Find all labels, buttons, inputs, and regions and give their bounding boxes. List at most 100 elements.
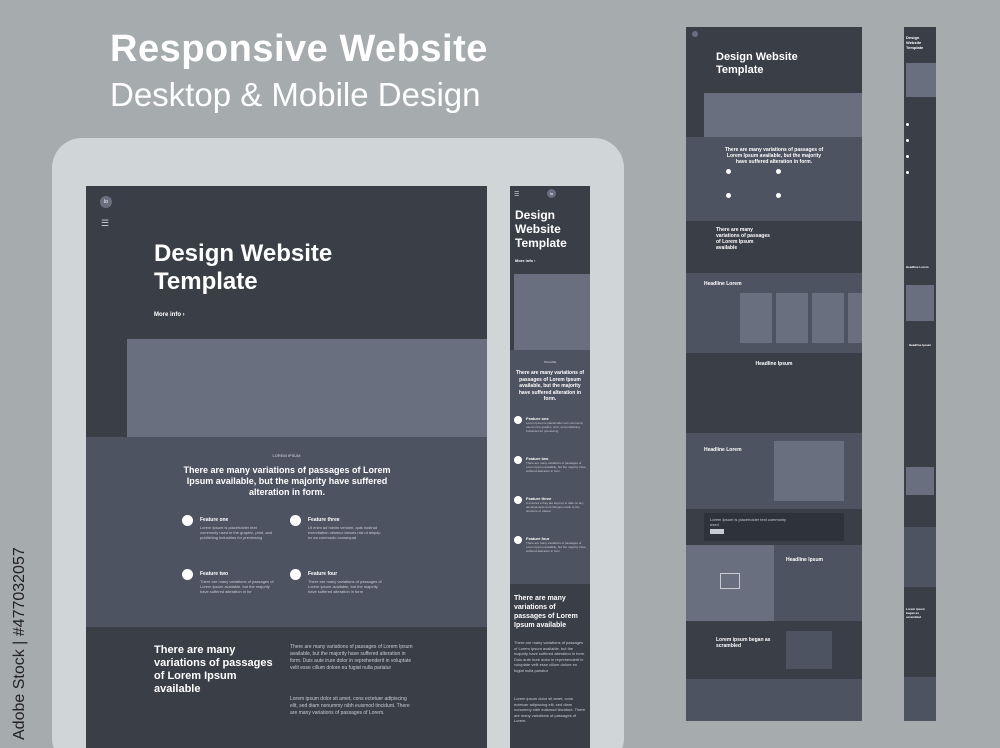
df-card[interactable] — [740, 293, 772, 343]
mobile-hero-title-line1: Design Website — [515, 208, 561, 236]
df-cta-button[interactable] — [710, 529, 724, 534]
mf-headline-ipsum: Headline Ipsum — [908, 343, 932, 347]
df-feature-dot — [726, 169, 731, 174]
mf-feature-dot — [906, 155, 909, 158]
feature-one-text: Lorem Ipsum is placeholder text commonly… — [200, 525, 273, 541]
df-contact-form[interactable] — [786, 631, 832, 669]
feature-two-title: Feature two — [200, 571, 229, 577]
df-card[interactable] — [812, 293, 844, 343]
mobile-screen: ☰ lo Design Website Template More info ›… — [510, 186, 590, 748]
desktop-screen: lo ☰ Design Website Template More info ›… — [86, 186, 487, 748]
mobile-variations-p2: Lorem ipsum dolor sit amet, cons ectetue… — [514, 696, 586, 723]
variations-heading: There are many variations of passages of… — [154, 644, 273, 695]
df-feature-dot — [726, 193, 731, 198]
mobile-feature-two-title: Feature two — [526, 456, 549, 461]
mobile-hero-placeholder — [514, 274, 590, 350]
mobile-logo-icon[interactable]: lo — [547, 189, 556, 198]
hero-title-line2: Template — [154, 268, 258, 295]
variations-p2: Lorem ipsum dolor sit amet, cons ectetue… — [290, 696, 410, 716]
df-intro-headline: There are many variations of passages of… — [724, 147, 824, 165]
intro-headline: There are many variations of passages of… — [183, 465, 391, 497]
mf-gallery — [906, 467, 934, 495]
df-headline-lorem: Headline Lorem — [704, 281, 742, 287]
desktop-full-page: Design Website Template There are many v… — [686, 27, 862, 721]
stock-id: Adobe Stock | #477032057 — [11, 547, 28, 740]
intro-section: LOREM IPSUM There are many variations of… — [86, 437, 487, 627]
feature-two-text: There are many variations of passages of… — [200, 579, 274, 595]
df-hero-image — [704, 93, 862, 137]
mobile-feature-one-title: Feature one — [526, 416, 549, 421]
mobile-feature-three-icon — [514, 496, 522, 504]
mobile-variations-heading: There are many variations of passages of… — [514, 595, 578, 629]
mobile-intro-eyebrow: TAGLINE — [543, 360, 557, 364]
mobile-more-info[interactable]: More info › — [515, 258, 536, 263]
df-hero-title: Design Website Template — [716, 51, 836, 77]
mf-scrambled: Lorem ipsum began as scrambled — [906, 607, 925, 619]
mobile-menu-icon[interactable]: ☰ — [514, 192, 520, 198]
mobile-feature-three-title: Feature three — [526, 496, 552, 501]
mobile-feature-one-icon — [514, 416, 522, 424]
df-card[interactable] — [776, 293, 808, 343]
df-footer — [686, 679, 862, 721]
df-logo-icon — [692, 31, 698, 37]
df-gallery-image — [774, 441, 844, 501]
mf-footer — [904, 677, 936, 721]
mf-feature-dot — [906, 139, 909, 142]
feature-four-title: Feature four — [308, 571, 338, 577]
df-hero-title-line2: Template — [716, 64, 764, 76]
menu-icon[interactable]: ☰ — [101, 218, 110, 228]
image-icon — [720, 573, 740, 589]
df-cta-bar: Lorem Ipsum is placeholder text commonly… — [704, 513, 844, 541]
mobile-feature-four-title: Feature four — [526, 536, 550, 541]
df-headline-lorem-2: Headline Lorem — [704, 447, 742, 453]
feature-one-icon — [182, 515, 193, 526]
mobile-feature-one-text: Lorem Ipsum is placeholder text commonly… — [526, 421, 584, 433]
df-image-placeholder — [686, 545, 774, 621]
feature-three-title: Feature three — [308, 517, 340, 523]
df-hero-title-line1: Design Website — [716, 51, 798, 63]
banner-title: Responsive Website — [110, 28, 488, 70]
feature-three-text: Ut enim ad minim veniam, quis nostrud ex… — [308, 525, 381, 541]
df-feature-dot — [776, 169, 781, 174]
banner-subtitle: Desktop & Mobile Design — [110, 76, 481, 113]
df-scrambled: Lorem ipsum began as scrambled — [716, 637, 771, 649]
mf-hero-image — [906, 63, 936, 97]
logo-icon[interactable]: lo — [100, 196, 112, 208]
df-variations-heading: There are many variations of passages of… — [716, 227, 770, 251]
mobile-intro-section: TAGLINE There are many variations of pas… — [510, 350, 590, 584]
feature-one-title: Feature one — [200, 517, 229, 523]
hero-title-line1: Design Website — [154, 240, 333, 267]
mobile-feature-four-icon — [514, 536, 522, 544]
more-info-link[interactable]: More info › — [154, 312, 185, 318]
hero-image-placeholder — [127, 339, 487, 437]
mobile-hero-title-line2: Template — [515, 236, 567, 250]
feature-four-text: There are many variations of passages of… — [308, 579, 382, 595]
intro-eyebrow: LOREM IPSUM — [272, 453, 301, 458]
df-placeholder: Lorem Ipsum is placeholder text commonly… — [710, 517, 787, 528]
df-intro: There are many variations of passages of… — [686, 137, 862, 221]
df-gallery-section: Headline Lorem — [686, 433, 862, 509]
mf-feature-dot — [906, 123, 909, 126]
df-card[interactable] — [848, 293, 862, 343]
variations-p1: There are many variations of passages of… — [290, 644, 413, 671]
mobile-feature-two-icon — [514, 456, 522, 464]
mf-hero-title: Design Website Template — [906, 35, 924, 50]
mf-feature-dot — [906, 171, 909, 174]
mobile-intro-headline: There are many variations of passages of… — [515, 370, 585, 402]
mf-media — [904, 527, 936, 587]
df-media-section: Headline Ipsum — [686, 545, 862, 621]
df-feature-dot — [776, 193, 781, 198]
mobile-feature-three-text: It ensures s they are kept up to date on… — [526, 501, 584, 513]
df-headline-ipsum-2: Headline Ipsum — [786, 557, 823, 563]
mf-card — [906, 285, 934, 321]
mobile-full-page: Design Website Template Headline Lorem H… — [904, 27, 936, 721]
mf-headline-lorem: Headline Lorem — [906, 265, 929, 269]
mobile-feature-two-text: There are many variations of passages of… — [526, 461, 586, 473]
hero-title: Design Website Template — [154, 240, 332, 296]
feature-three-icon — [290, 515, 301, 526]
mobile-hero-title: Design Website Template — [515, 208, 585, 250]
df-headline-ipsum: Headline Ipsum — [755, 361, 793, 367]
mobile-variations-p1: There are many variations of passages of… — [514, 640, 586, 673]
feature-four-icon — [290, 569, 301, 580]
df-cards-section: Headline Lorem — [686, 273, 862, 353]
